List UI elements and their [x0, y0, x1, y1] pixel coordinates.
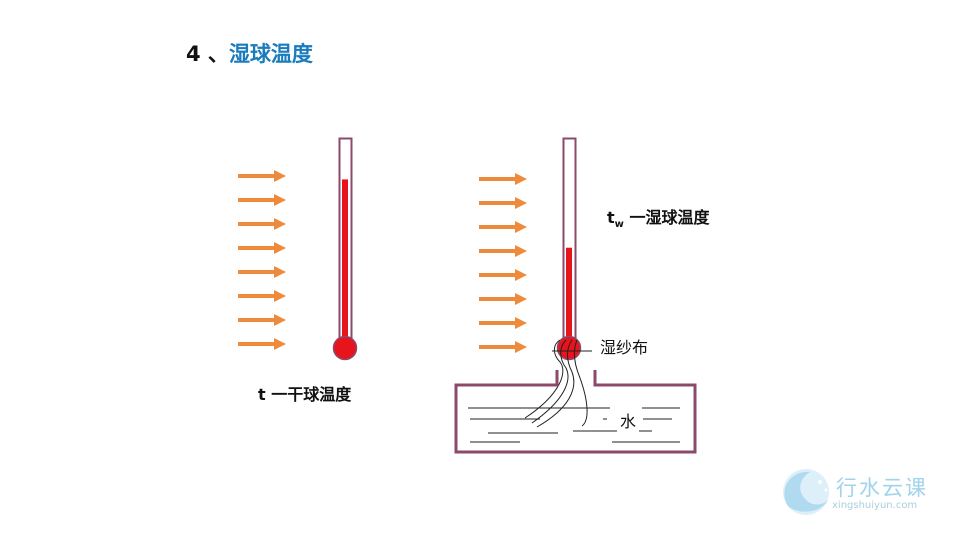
arrow-icon — [238, 290, 286, 302]
arrow-icon — [238, 242, 286, 254]
water-label: 水 — [617, 408, 640, 432]
arrow-icon — [479, 221, 527, 233]
dry-bulb — [332, 335, 358, 361]
wet-mercury-column — [566, 247, 572, 345]
wet-gauze — [524, 339, 592, 428]
arrow-icon — [479, 293, 527, 305]
arrow-icon — [238, 314, 286, 326]
wet-bulb-label: tw 一湿球温度 — [607, 204, 709, 230]
arrow-icon — [479, 197, 527, 209]
arrow-icon — [479, 269, 527, 281]
dry-bulb-label: t 一干球温度 — [258, 381, 351, 405]
arrow-icon — [479, 317, 527, 329]
wet-bulb-thermometer — [556, 137, 582, 361]
arrow-icon — [238, 338, 286, 350]
page-title: 4 、湿球温度 — [186, 38, 313, 68]
arrow-icon — [238, 170, 286, 182]
airflow-arrows-right — [479, 173, 527, 353]
arrow-icon — [479, 173, 527, 185]
arrow-icon — [238, 266, 286, 278]
water-container — [454, 370, 697, 454]
wet-symbol: t — [607, 208, 615, 227]
dry-symbol: t — [258, 385, 266, 404]
watermark-name: 行水云课 — [836, 476, 928, 500]
watermark-wave-icon — [783, 469, 829, 515]
watermark-url: xingshuiyun.com — [832, 500, 918, 511]
wet-subscript: w — [614, 219, 624, 231]
dry-label-text: 一干球温度 — [265, 385, 352, 404]
wet-label-text: 一湿球温度 — [623, 208, 710, 227]
title-text: 湿球温度 — [228, 42, 313, 66]
gauze-label: 湿纱布 — [600, 338, 649, 357]
title-number: 4 、 — [186, 42, 229, 66]
dry-bulb-thermometer — [332, 137, 358, 361]
airflow-arrows-left — [238, 170, 286, 350]
arrow-icon — [238, 218, 286, 230]
dry-mercury-column — [342, 179, 348, 345]
water-lines — [468, 407, 680, 443]
arrow-icon — [479, 341, 527, 353]
arrow-icon — [479, 245, 527, 257]
arrow-icon — [238, 194, 286, 206]
